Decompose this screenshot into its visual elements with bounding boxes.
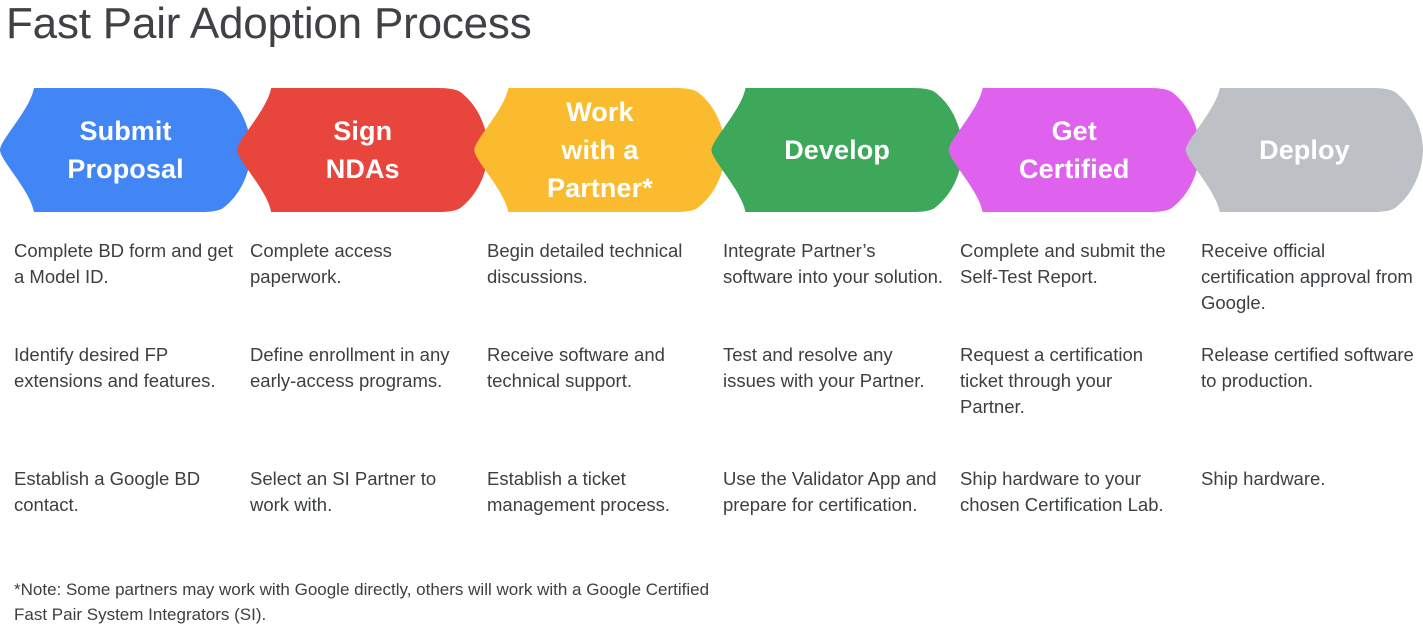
detail-bullet: Establish a ticket management process.	[487, 468, 671, 516]
detail-bullet: Release certified software to production…	[1201, 344, 1414, 392]
process-banner-shapes	[0, 88, 1423, 212]
process-step-shape-work-with-a-partner[interactable]	[474, 88, 726, 212]
process-step-label-line: with a	[561, 134, 639, 165]
process-step-label-line: Certified	[1019, 154, 1130, 184]
process-step-label-line: Submit	[79, 115, 172, 146]
process-step-shape-sign-ndas[interactable]	[237, 88, 489, 212]
process-step-label-line: Partner*	[546, 173, 653, 204]
detail-bullet: Receive software and technical support.	[487, 344, 665, 392]
process-step-label-work-with-a-partner[interactable]: Work with a Partner*	[508, 88, 691, 212]
process-step-shape-develop[interactable]	[711, 88, 963, 212]
detail-bullet: Ship hardware to your chosen Certificati…	[960, 468, 1164, 516]
detail-bullet: Complete access paperwork.	[250, 240, 392, 288]
process-step-label-line: NDAs	[325, 154, 400, 184]
process-step-shape-get-certified[interactable]	[948, 88, 1200, 212]
detail-bullet: Receive official certification approval …	[1201, 240, 1413, 314]
detail-bullet: Ship hardware.	[1201, 468, 1326, 489]
process-step-shape-deploy[interactable]	[1185, 88, 1423, 212]
detail-bullet: Complete BD form and get a Model ID.	[14, 240, 234, 288]
detail-bullet: Use the Validator App and prepare for ce…	[723, 468, 937, 516]
detail-bullet: Establish a Google BD contact.	[14, 468, 201, 516]
process-step-label-line: Proposal	[67, 154, 184, 184]
footnote-note: *Note: Some partners may work with Googl…	[14, 580, 710, 624]
detail-bullet: Complete and submit the Self-Test Report…	[960, 240, 1166, 288]
detail-bullet: Test and resolve any issues with your Pa…	[723, 344, 925, 392]
process-step-label-line: Deploy	[1259, 134, 1350, 165]
process-step-label-deploy[interactable]: Deploy	[1220, 88, 1389, 212]
detail-bullet: Select an SI Partner to work with.	[250, 468, 437, 516]
detail-bullet: Define enrollment in any early-access pr…	[250, 344, 450, 392]
detail-bullet: Identify desired FP extensions and featu…	[14, 344, 216, 392]
process-step-label-line: Work	[566, 96, 634, 127]
page-title: Fast Pair Adoption Process	[6, 0, 532, 48]
process-step-label-line: Get	[1051, 115, 1097, 146]
process-step-label-line: Sign	[333, 115, 393, 146]
process-step-label-line: Develop	[784, 134, 890, 165]
process-step-label-develop[interactable]: Develop	[746, 88, 929, 212]
process-step-shape-submit-proposal[interactable]	[0, 88, 252, 212]
detail-bullet: Integrate Partner’s software into your s…	[723, 240, 944, 288]
detail-bullet: Begin detailed technical discussions.	[487, 240, 683, 288]
detail-bullet: Request a certification ticket through y…	[960, 344, 1144, 418]
